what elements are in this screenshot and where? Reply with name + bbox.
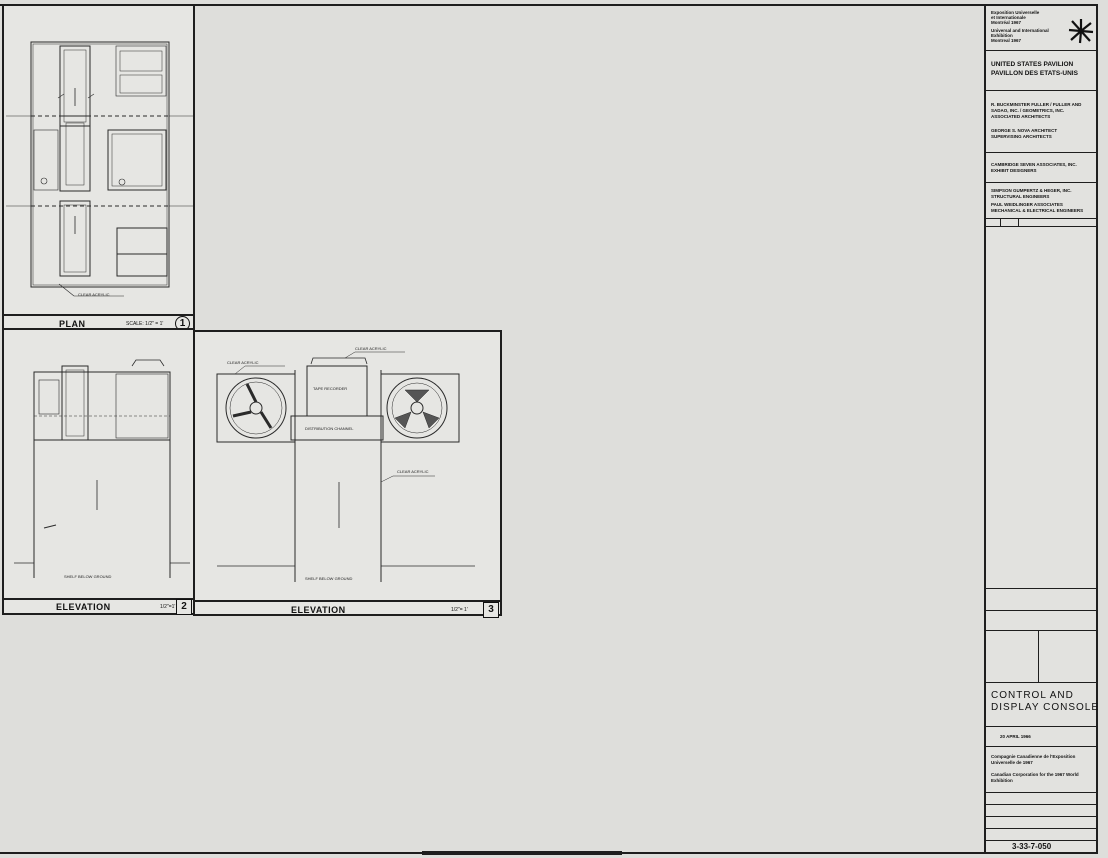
sheet-number: 3-33-7-050 (1012, 842, 1052, 851)
expo-line-6: Montreal 1967 (991, 38, 1022, 43)
firm-1-role: ASSOCIATED ARCHITECTS (991, 114, 1051, 119)
side-elevation-label-shelf: SHELF BELOW GROUND (64, 574, 112, 579)
pavilion-name-en: UNITED STATES PAVILION (991, 61, 1074, 68)
plan-caption-bar (4, 314, 193, 316)
firm-3: CAMBRIDGE SEVEN ASSOCIATES, INC. (991, 162, 1077, 167)
plan-drawing (6, 41, 193, 297)
expo-line-4: Universal and International (991, 28, 1049, 33)
front-elevation-caption: ELEVATION (291, 605, 346, 615)
front-elevation-label-acrylic-top: CLEAR ACRYLIC (355, 346, 387, 351)
front-elevation-detail-number: 3 (483, 602, 499, 618)
firm-4: SIMPSON GUMPERTZ & HEGER, INC. (991, 188, 1072, 193)
corp-name-fr: Compagnie Canadienne de l'Exposition Uni… (991, 754, 1076, 765)
sheet-border-top (0, 4, 984, 6)
firm-5: PAUL WEIDLINGER ASSOCIATES (991, 202, 1063, 207)
front-elevation-label-tape: TAPE RECORDER (313, 386, 348, 391)
pavilion-name-fr: PAVILLON DES ETATS-UNIS (991, 70, 1078, 77)
plan-panel: CLEAR ACRYLIC PLAN SCALE: 1/2" = 1' 1 (2, 4, 195, 331)
front-elevation-label-acrylic-left: CLEAR ACRYLIC (227, 360, 259, 365)
revision-column-divider (1000, 218, 1001, 226)
side-elevation-caption: ELEVATION (56, 602, 111, 612)
firm-5-role: MECHANICAL & ELECTRICAL ENGINEERS (991, 208, 1084, 213)
front-elevation-drawing (216, 351, 475, 582)
front-elevation-label-distribution: DISTRIBUTION CHANNEL (305, 426, 354, 431)
expo-line-1: Exposition Universelle (991, 10, 1040, 15)
firm-2: GEORGE S. NOVA ARCHITECT (991, 128, 1058, 133)
firm-1: R. BUCKMINSTER FULLER / FULLER AND SADAO… (991, 102, 1082, 113)
expo-logo (1068, 19, 1094, 44)
plan-scale: SCALE: 1/2" = 1' (126, 321, 164, 327)
side-elevation-panel: SHELF BELOW GROUND ELEVATION 1/2"=1' 2 (2, 328, 195, 615)
drawing-date: 20 APRIL 1966 (1000, 734, 1031, 739)
side-elevation-detail-number: 2 (176, 599, 192, 615)
front-elevation-caption-bar (195, 600, 500, 602)
side-elevation-caption-bar (4, 598, 193, 600)
plan-label-acrylic: CLEAR ACRYLIC (78, 292, 110, 297)
checked-column-divider (1038, 630, 1039, 682)
drawing-title-line-1: CONTROL AND (991, 690, 1074, 701)
firm-3-role: EXHIBIT DESIGNERS (991, 168, 1037, 173)
firm-2-role: SUPERVISING ARCHITECTS (991, 134, 1052, 139)
front-elevation-panel: CLEAR ACRYLIC CLEAR ACRYLIC TAPE RECORDE… (193, 330, 502, 618)
side-elevation-drawing (14, 359, 190, 578)
expo-line-5: Exhibition (991, 33, 1013, 38)
title-block: Exposition Universelle et Internationale… (984, 4, 1098, 854)
scale-bar (422, 851, 622, 855)
front-elevation-scale: 1/2"= 1' (451, 607, 468, 613)
expo-line-3: Montréal 1967 (991, 20, 1022, 25)
drawing-title-line-2: DISPLAY CONSOLE (991, 702, 1099, 713)
corp-name-en: Canadian Corporation for the 1967 World … (991, 772, 1079, 783)
firm-4-role: STRUCTURAL ENGINEERS (991, 194, 1050, 199)
side-elevation-scale: 1/2"=1' (160, 604, 176, 610)
expo-line-2: et Internationale (991, 15, 1026, 20)
front-elevation-label-shelf: SHELF BELOW GROUND (305, 576, 353, 581)
plan-caption: PLAN (59, 319, 86, 329)
revision-column-divider-2 (1018, 218, 1019, 226)
front-elevation-label-acrylic-right: CLEAR ACRYLIC (397, 469, 429, 474)
